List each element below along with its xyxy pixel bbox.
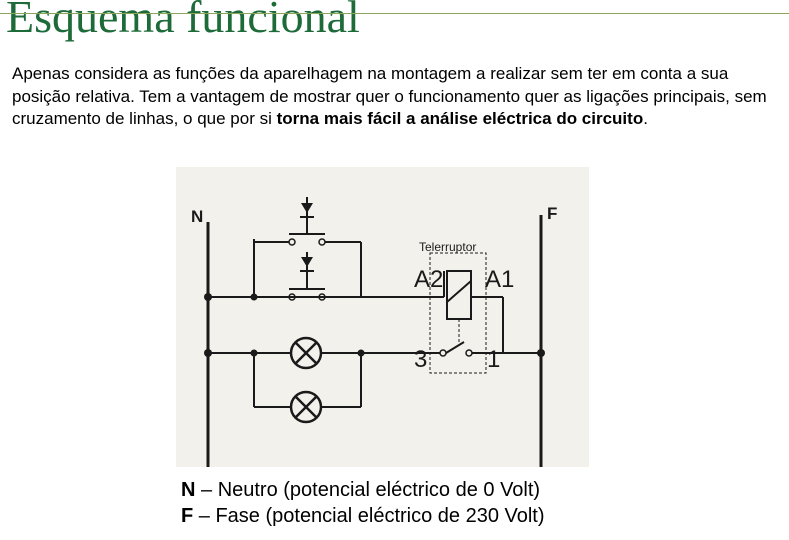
page-title: Esquema funcional (6, 0, 360, 42)
contact-terminal-1: 1 (487, 346, 500, 373)
contact-terminal-3: 3 (414, 346, 427, 373)
legend-phase-key: F (181, 505, 194, 527)
contact-3-point (439, 349, 447, 357)
phase-label: F (547, 204, 557, 223)
neutral-label: N (191, 207, 203, 226)
pushbutton-2-head (301, 257, 313, 267)
contact-1-point (465, 349, 473, 357)
legend: N – Neutro (potencial eléctrico de 0 Vol… (181, 477, 545, 529)
description-text: Apenas considera as funções da aparelhag… (12, 64, 767, 128)
pushbutton-1-head (301, 203, 313, 213)
circuit-diagram: N F Telerruptor A2 A1 3 1 (176, 167, 589, 467)
description-bold-text: torna mais fácil a análise eléctrica do … (276, 109, 644, 128)
coil-diagonal (446, 280, 472, 303)
description-paragraph: Apenas considera as funções da aparelhag… (12, 63, 782, 131)
legend-phase-text: – Fase (potencial eléctrico de 230 Volt) (193, 505, 545, 527)
pushbutton-junction (250, 293, 258, 301)
legend-neutral-text: – Neutro (potencial eléctrico de 0 Volt) (195, 479, 541, 501)
neutral-junction-2 (204, 349, 212, 357)
title-divider (0, 13, 789, 14)
description-end: . (643, 109, 648, 128)
coil-terminal-a2: A2 (414, 266, 443, 293)
coil-terminal-a1: A1 (485, 266, 514, 293)
telerruptor-box (429, 252, 487, 374)
pushbutton-1-contact-right (318, 238, 326, 246)
lamp-1-cross-b (295, 342, 317, 364)
telerruptor-label: Telerruptor (419, 240, 476, 254)
phase-junction (537, 349, 545, 357)
legend-neutral-key: N (181, 479, 196, 501)
lamp-2-cross-b (295, 396, 317, 418)
contact-blade (445, 341, 465, 354)
pushbutton-1-contact-left (288, 238, 296, 246)
legend-neutral: N – Neutro (potencial eléctrico de 0 Vol… (181, 477, 545, 503)
diagram-background (176, 167, 589, 467)
neutral-junction-1 (204, 293, 212, 301)
legend-phase: F – Fase (potencial eléctrico de 230 Vol… (181, 503, 545, 529)
coil (446, 270, 472, 320)
